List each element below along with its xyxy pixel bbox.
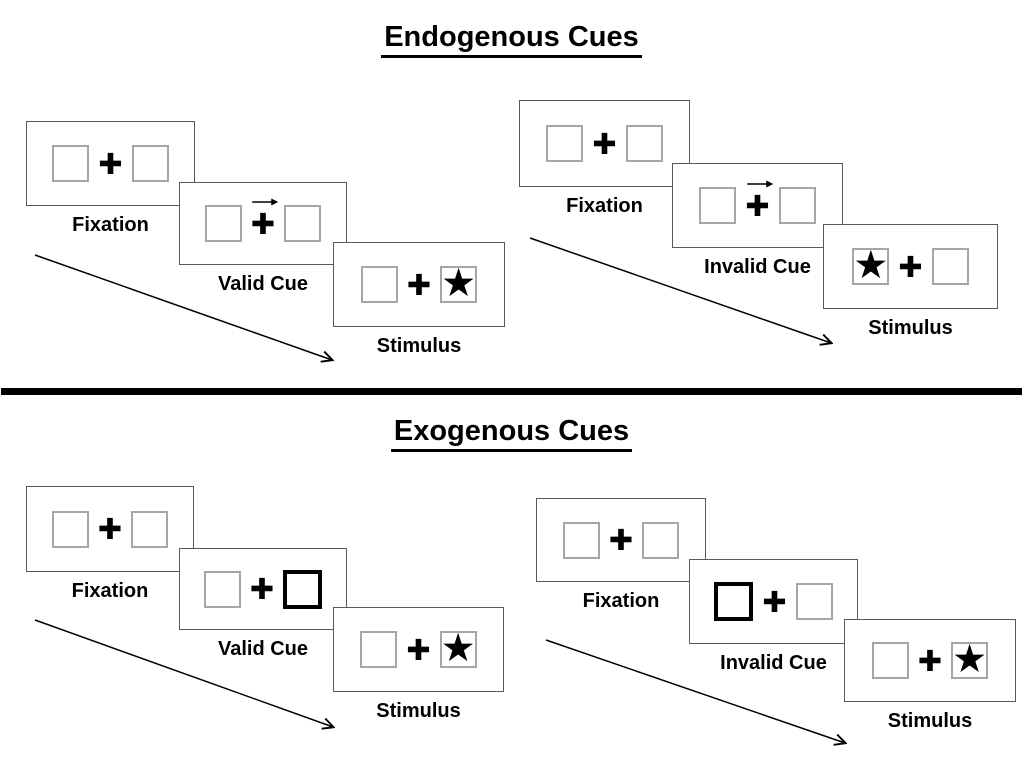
trial-step-cue: ✚ Invalid Cue bbox=[672, 163, 843, 277]
step-label: Fixation bbox=[71, 580, 149, 602]
right-placeholder-box: ★ bbox=[440, 260, 478, 306]
target-star-icon: ★ bbox=[440, 625, 476, 671]
fixation-cross-icon: ✚ bbox=[762, 584, 787, 619]
timeline-arrow-icon bbox=[529, 237, 841, 352]
right-placeholder-box: ★ bbox=[439, 625, 477, 671]
fixation-cross-icon: ✚ bbox=[97, 512, 123, 546]
section-title-endogenous: Endogenous Cues bbox=[0, 21, 1023, 59]
fixation-cross-wrap: ✚ bbox=[609, 499, 633, 581]
target-star-icon: ★ bbox=[441, 260, 477, 306]
target-star-icon: ★ bbox=[952, 636, 988, 682]
step-label: Valid Cue bbox=[217, 273, 309, 295]
trial-step-fixation: ✚ Fixation bbox=[26, 121, 195, 235]
left-placeholder-box bbox=[562, 521, 600, 559]
trial-step-fixation: ✚ Fixation bbox=[26, 486, 194, 601]
fixation-cross-wrap: ✚ bbox=[898, 225, 922, 308]
fixation-cross-wrap: ✚ bbox=[592, 101, 616, 186]
fixation-cross-icon: ✚ bbox=[898, 249, 923, 284]
right-placeholder-box bbox=[625, 125, 663, 162]
stimulus-card: ✚ ★ bbox=[333, 242, 505, 327]
trial-step-cue: ✚ Valid Cue bbox=[179, 182, 347, 294]
trial-step-cue: ✚ Valid Cue bbox=[179, 548, 347, 659]
left-placeholder-box bbox=[52, 145, 90, 182]
trial-step-stimulus: ✚ ★ Stimulus bbox=[844, 619, 1016, 731]
trial-step-stimulus: ★ ✚ Stimulus bbox=[823, 224, 998, 338]
fixation-cross-wrap: ✚ bbox=[250, 183, 279, 264]
left-placeholder-box bbox=[699, 187, 737, 224]
cue-card: ✚ bbox=[179, 548, 347, 630]
fixation-cross-icon: ✚ bbox=[406, 632, 431, 667]
left-placeholder-box bbox=[360, 266, 398, 303]
fixation-cross-wrap: ✚ bbox=[745, 164, 773, 247]
target-star-icon: ★ bbox=[853, 242, 889, 288]
right-placeholder-box bbox=[931, 248, 969, 285]
trial-step-stimulus: ✚ ★ Stimulus bbox=[333, 607, 504, 721]
fixation-card: ✚ bbox=[26, 121, 195, 206]
step-label: Stimulus bbox=[376, 335, 462, 357]
step-label: Invalid Cue bbox=[720, 652, 827, 674]
fixation-cross-icon: ✚ bbox=[917, 643, 943, 678]
trial-step-stimulus: ✚ ★ Stimulus bbox=[333, 242, 505, 356]
trial-step-fixation: ✚ Fixation bbox=[536, 498, 706, 611]
stimulus-card: ✚ ★ bbox=[844, 619, 1016, 702]
stimulus-card: ✚ ★ bbox=[333, 607, 504, 692]
section-title-exogenous: Exogenous Cues bbox=[0, 415, 1023, 453]
fixation-cross-icon: ✚ bbox=[592, 126, 617, 161]
left-placeholder-box: ★ bbox=[852, 242, 890, 288]
timeline-arrow-icon bbox=[34, 619, 342, 734]
right-placeholder-box bbox=[642, 521, 680, 559]
cue-card: ✚ bbox=[672, 163, 843, 248]
fixation-cross-wrap: ✚ bbox=[407, 243, 431, 326]
left-placeholder-box bbox=[204, 205, 242, 242]
fixation-cross-wrap: ✚ bbox=[406, 608, 430, 691]
step-label: Stimulus bbox=[887, 710, 973, 732]
cue-card: ✚ bbox=[179, 182, 347, 265]
section-title-text: Exogenous Cues bbox=[390, 415, 633, 453]
fixation-cross-icon: ✚ bbox=[608, 523, 634, 557]
fixation-cross-icon: ✚ bbox=[250, 206, 276, 241]
fixation-cross-wrap: ✚ bbox=[762, 560, 786, 643]
left-placeholder-box bbox=[871, 642, 909, 679]
section-title-text: Endogenous Cues bbox=[381, 21, 642, 59]
right-peripheral-cue-box bbox=[283, 569, 323, 609]
left-peripheral-cue-box bbox=[714, 582, 754, 621]
fixation-cross-wrap: ✚ bbox=[98, 487, 122, 571]
step-label: Fixation bbox=[72, 214, 149, 236]
step-label: Invalid Cue bbox=[704, 256, 811, 278]
fixation-cross-wrap: ✚ bbox=[918, 620, 942, 701]
fixation-cross-icon: ✚ bbox=[745, 188, 770, 223]
left-placeholder-box bbox=[203, 570, 241, 608]
left-placeholder-box bbox=[51, 510, 89, 548]
step-label: Fixation bbox=[566, 195, 643, 217]
trial-step-fixation: ✚ Fixation bbox=[519, 100, 690, 216]
fixation-card: ✚ bbox=[519, 100, 690, 187]
right-placeholder-box bbox=[795, 583, 833, 620]
trial-step-cue: ✚ Invalid Cue bbox=[689, 559, 858, 673]
right-placeholder-box bbox=[284, 205, 322, 242]
fixation-cross-wrap: ✚ bbox=[250, 549, 274, 629]
cue-arrow-right-icon bbox=[746, 180, 773, 187]
fixation-card: ✚ bbox=[536, 498, 706, 582]
right-placeholder-box: ★ bbox=[951, 636, 989, 682]
cue-card: ✚ bbox=[689, 559, 858, 644]
step-label: Valid Cue bbox=[217, 638, 309, 660]
left-placeholder-box bbox=[360, 631, 398, 668]
section-divider bbox=[1, 388, 1022, 395]
fixation-card: ✚ bbox=[26, 486, 194, 572]
timeline-arrow-icon bbox=[545, 639, 852, 750]
cue-arrow-right-icon bbox=[252, 198, 279, 205]
left-placeholder-box bbox=[546, 125, 584, 162]
fixation-cross-wrap: ✚ bbox=[98, 122, 122, 205]
step-label: Stimulus bbox=[376, 700, 461, 722]
right-placeholder-box bbox=[131, 510, 169, 548]
right-placeholder-box bbox=[778, 187, 816, 224]
fixation-cross-icon: ✚ bbox=[98, 146, 123, 181]
timeline-arrow-icon bbox=[34, 254, 342, 370]
step-label: Stimulus bbox=[868, 317, 953, 339]
step-label: Fixation bbox=[582, 590, 660, 612]
stimulus-card: ★ ✚ bbox=[823, 224, 998, 309]
fixation-cross-icon: ✚ bbox=[249, 572, 275, 606]
right-placeholder-box bbox=[131, 145, 169, 182]
fixation-cross-icon: ✚ bbox=[406, 267, 432, 302]
